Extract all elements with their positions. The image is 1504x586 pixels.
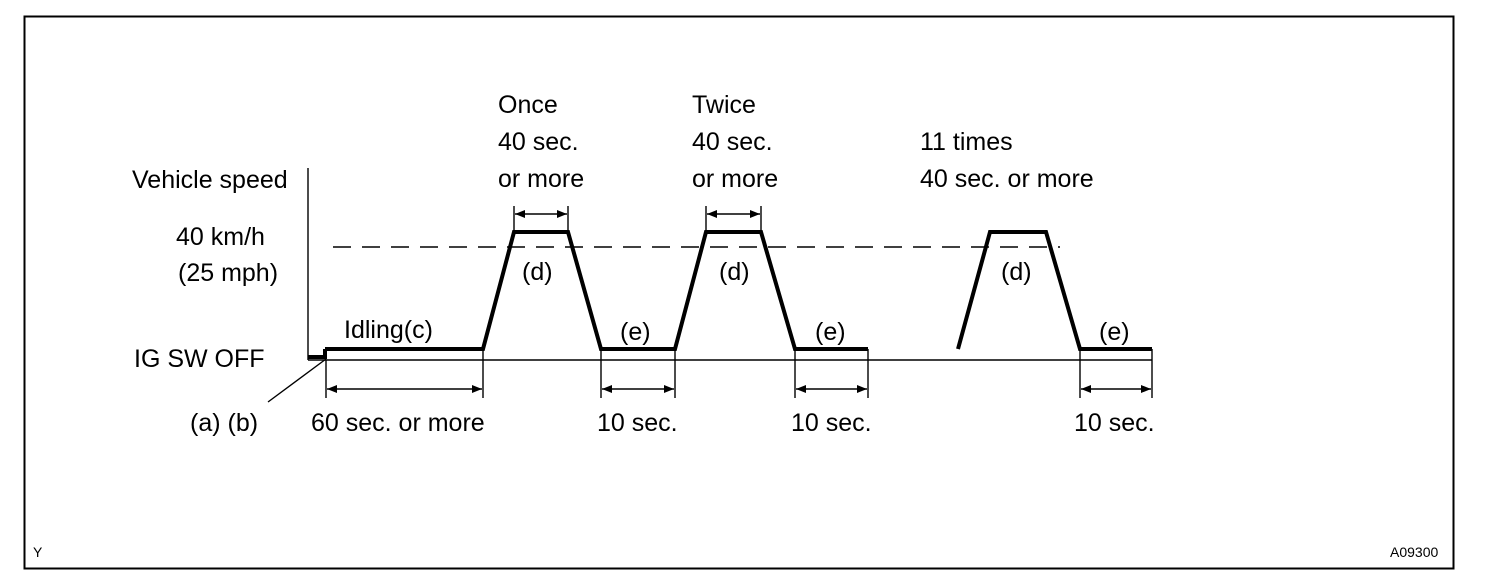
corner-left-label: Y xyxy=(33,544,43,560)
cycle2-duration-label-2: or more xyxy=(692,165,778,193)
e2-label: (e) xyxy=(815,318,846,346)
speed-mph-label: (25 mph) xyxy=(178,259,278,287)
idle-duration-label: 60 sec. or more xyxy=(311,409,485,437)
d1-label: (d) xyxy=(522,258,553,286)
d2-label: (d) xyxy=(719,258,750,286)
ig-off-step xyxy=(308,349,327,359)
speed-profile-cycle-1 xyxy=(325,230,868,351)
cycle2-count-label: Twice xyxy=(692,91,756,119)
e1-duration-label: 10 sec. xyxy=(597,409,678,437)
speed-profile-cycle-3 xyxy=(956,230,1152,351)
e1-label: (e) xyxy=(620,318,651,346)
ab-pointer-line xyxy=(267,358,327,403)
idling-label: Idling(c) xyxy=(344,316,433,344)
cycle1-duration-label-2: or more xyxy=(498,165,584,193)
ab-label: (a) (b) xyxy=(190,409,258,437)
cycle1-count-label: Once xyxy=(498,91,558,119)
e3-duration-label: 10 sec. xyxy=(1074,409,1155,437)
e2-duration-label: 10 sec. xyxy=(791,409,872,437)
speed-kmh-label: 40 km/h xyxy=(176,223,265,251)
cycle3-duration-label: 40 sec. or more xyxy=(920,165,1094,193)
d3-label: (d) xyxy=(1001,258,1032,286)
diagram-frame xyxy=(23,15,1455,570)
cycle3-count-label: 11 times xyxy=(920,128,1013,156)
e3-label: (e) xyxy=(1099,318,1130,346)
cycle2-duration-label-1: 40 sec. xyxy=(692,128,773,156)
figure-code-label: A09300 xyxy=(1390,544,1438,560)
ig-sw-off-label: IG SW OFF xyxy=(134,345,265,373)
vehicle-speed-label: Vehicle speed xyxy=(132,166,288,194)
cycle1-duration-label-1: 40 sec. xyxy=(498,128,579,156)
